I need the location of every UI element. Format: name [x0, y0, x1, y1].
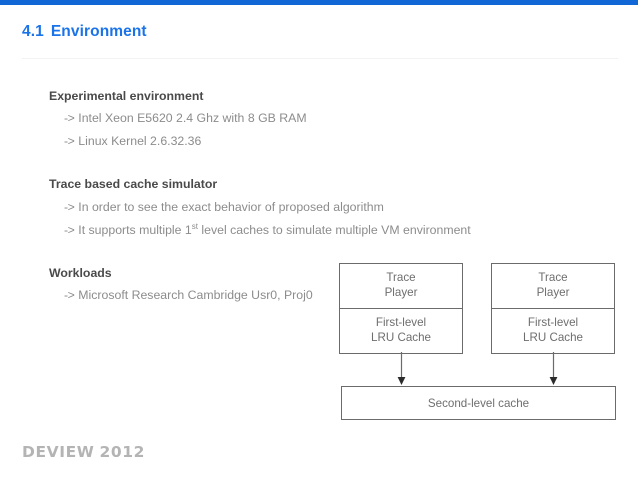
- section-heading-workloads: Workloads: [49, 266, 112, 280]
- down-arrow-icon: [549, 352, 558, 385]
- bullet-text-before: It supports multiple 1: [78, 223, 192, 237]
- title-divider: [22, 58, 618, 59]
- trace-player-line2: Player: [384, 286, 418, 299]
- bullet-text: Linux Kernel 2.6.32.36: [78, 134, 202, 148]
- first-level-cache-line1: First-level: [375, 316, 427, 330]
- trace-player-line2: Player: [536, 286, 570, 299]
- section-heading-experimental-environment: Experimental environment: [49, 89, 204, 103]
- bullet-superscript: st: [191, 221, 198, 231]
- vm-stack-left: Trace Player First-level LRU Cache: [339, 263, 463, 354]
- first-level-cache-line1: First-level: [527, 316, 579, 330]
- trace-player-node-right: Trace Player: [492, 264, 614, 308]
- trace-player-line1: Trace: [386, 271, 416, 285]
- bullet-text-after: level caches to simulate multiple VM env…: [197, 223, 471, 237]
- bullet-msr-cambridge: ->Microsoft Research Cambridge Usr0, Pro…: [64, 288, 313, 302]
- bullet-multiple-first-level-caches: ->It supports multiple 1st level caches …: [64, 221, 471, 237]
- first-level-cache-node-left: First-level LRU Cache: [340, 308, 462, 353]
- page-title: 4.1 Environment: [22, 23, 147, 41]
- trace-player-node-left: Trace Player: [340, 264, 462, 308]
- trace-player-line1: Trace: [538, 271, 568, 285]
- first-level-cache-line2: LRU Cache: [371, 331, 431, 344]
- bullet-marker-icon: ->: [64, 134, 75, 148]
- bullet-marker-icon: ->: [64, 200, 75, 214]
- bullet-linux-kernel: ->Linux Kernel 2.6.32.36: [64, 134, 201, 148]
- bullet-exact-behavior: ->In order to see the exact behavior of …: [64, 200, 384, 214]
- footer-year: 2012: [99, 443, 146, 461]
- vm-stack-right: Trace Player First-level LRU Cache: [491, 263, 615, 354]
- first-level-cache-node-right: First-level LRU Cache: [492, 308, 614, 353]
- content-column: Experimental environment ->Intel Xeon E5…: [49, 89, 471, 302]
- bullet-intel-xeon: ->Intel Xeon E5620 2.4 Ghz with 8 GB RAM: [64, 111, 307, 125]
- section-heading-trace-based-cache-simulator: Trace based cache simulator: [49, 177, 218, 191]
- bullet-text: Microsoft Research Cambridge Usr0, Proj0: [78, 288, 313, 302]
- second-level-cache-node: Second-level cache: [341, 386, 616, 420]
- slide-number: 4.1: [22, 23, 44, 40]
- footer-brand: DEVIEW: [22, 443, 95, 461]
- bullet-marker-icon: ->: [64, 288, 75, 302]
- bullet-text: In order to see the exact behavior of pr…: [78, 200, 384, 214]
- second-level-cache-label: Second-level cache: [427, 396, 530, 410]
- slide-title-text: Environment: [50, 23, 147, 40]
- top-accent-bar: [0, 0, 638, 5]
- down-arrow-icon: [397, 352, 406, 385]
- bullet-text: Intel Xeon E5620 2.4 Ghz with 8 GB RAM: [78, 111, 307, 125]
- bullet-marker-icon: ->: [64, 223, 75, 237]
- first-level-cache-line2: LRU Cache: [523, 331, 583, 344]
- bullet-marker-icon: ->: [64, 111, 75, 125]
